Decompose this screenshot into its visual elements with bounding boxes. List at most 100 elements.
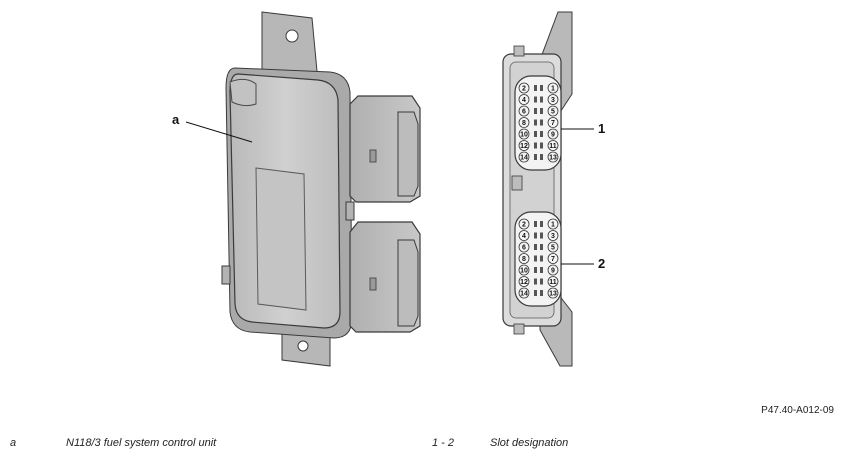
slot-2-pin-label: 8 [522,256,526,263]
control-unit-view: a [172,11,421,367]
slot-2-pin-label: 4 [522,233,526,240]
slot-1-contact [534,108,537,114]
slot-1-pin-label: 12 [520,143,528,150]
legend-text-a: N118/3 fuel system control unit [66,437,217,449]
slot-1-pin-socket [518,117,530,128]
slot-1-pin-socket [547,151,559,163]
slot-2-pin-socket [547,230,559,241]
slot-2-contact [534,278,537,285]
slot-1-pin-socket [518,82,530,94]
slot-1-contact [540,85,543,91]
slot-2-contact [534,290,537,296]
face-clip-bottom [513,323,525,335]
slot-1-contact [534,142,537,149]
slot-1-pin-label: 11 [549,143,557,150]
slot-1-pin-socket [547,117,559,128]
connector-latch-upper [369,149,377,163]
slot-2-pin-socket [547,287,559,299]
slot-2-pin-label: 6 [522,245,526,252]
slot-1-contact [540,154,543,160]
slot-1-pin-socket [547,128,559,140]
slot-2-pin-label: 2 [522,222,526,229]
slot-2-pin-socket [547,218,559,230]
slot-1-pin-label: 8 [522,120,526,127]
slot-2-contact [540,244,543,250]
slot-2-contact [540,255,543,262]
slot-1-pin-label: 3 [551,97,555,104]
slot-2-pin-socket [518,253,530,264]
slot-2-pin-label: 1 [551,222,555,229]
slot-2-contact [534,244,537,250]
slot-1-pin-label: 10 [520,132,528,139]
side-tab-upper [345,201,355,221]
leader-line-a [185,121,253,143]
slot-1-pin-label: 1 [551,86,555,93]
slot-1-pin-socket [518,94,530,105]
slot-2-contact [534,232,537,239]
slot-1-contact [534,154,537,160]
slot-2-pin-socket [518,218,530,230]
slot-1-pin-label: 9 [551,132,555,139]
slot-2-pin-label: 10 [520,268,528,275]
slot-2-pin-socket [547,276,559,287]
lid-recess [255,167,307,311]
slot-2-contact [540,221,543,227]
connector-latch-lower [369,277,377,291]
connector-plug-upper-face [397,111,419,197]
slot-2-contact [540,267,543,273]
slot-1-pin-socket [547,94,559,105]
slot-2-pin-socket [518,230,530,241]
legend-text-1-2: Slot designation [490,437,569,449]
slot-2-pin-label: 9 [551,268,555,275]
slot-2-pin-socket [518,264,530,276]
legend-key-1-2: 1 - 2 [432,437,455,449]
slot-1-pin-socket [547,82,559,94]
slot-2-pin-label: 13 [549,291,557,298]
control-unit-diagram: a 12345678910111213141234567891011121314… [172,11,605,367]
slot-2-contact [534,267,537,273]
slot-1-pin-socket [518,151,530,163]
slot-1-pin-label: 7 [551,120,555,127]
callout-a: a [172,112,180,127]
slot-2-pin-label: 12 [520,279,528,286]
slot-2-pin-socket [547,241,559,253]
slot-1-contact [534,131,537,137]
slot-1-contact [540,96,543,103]
slot-2-contact [540,232,543,239]
slot-1-contact [534,96,537,103]
slot-1-pin-label: 13 [549,155,557,162]
figure-id: P47.40-A012-09 [761,405,834,416]
slot-1-pin-label: 5 [551,109,555,116]
slot-1-contact [540,131,543,137]
slot-2-contact [534,255,537,262]
legend-key-a: a [10,437,17,449]
slot-2-pin-label: 11 [549,279,557,286]
slot-2-pin-socket [518,287,530,299]
slot-2-pin-label: 3 [551,233,555,240]
slot-2-contact [540,290,543,296]
slot-2-pin-socket [547,253,559,264]
side-tab-left [221,265,231,285]
slot-2-pin-socket [518,276,530,287]
slot-1-contact [534,119,537,126]
slot-1-contact [540,142,543,149]
slot-1-pin-label: 4 [522,97,526,104]
slot-1-pin-label: 2 [522,86,526,93]
callout-2: 2 [598,256,605,271]
face-clip-mid [511,175,523,191]
slot-2-contact [534,221,537,227]
slot-2-pin-label: 14 [520,291,528,298]
lid-corner-boss [229,78,257,107]
slot-2-pin-socket [547,264,559,276]
slot-2-contact [540,278,543,285]
face-clip-top [513,45,525,57]
callout-1: 1 [598,121,605,136]
slot-1-contact [534,85,537,91]
mount-hole-bottom [297,340,309,352]
slot-1-pin-socket [547,140,559,151]
slot-1-pin-socket [518,140,530,151]
slot-1-pin-label: 14 [520,155,528,162]
slot-2-pin-label: 5 [551,245,555,252]
